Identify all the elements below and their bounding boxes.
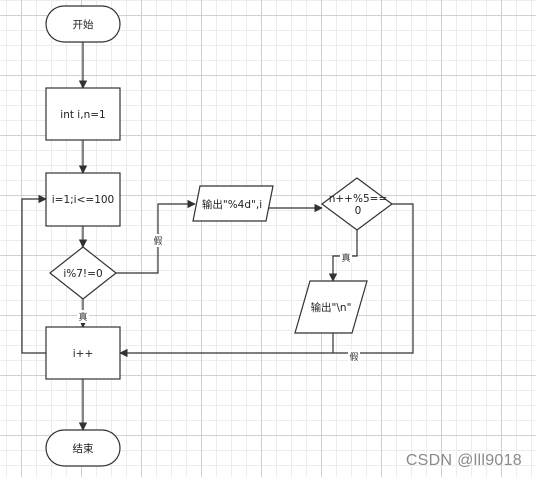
output1-io-node: 输出"%4d",i	[192, 185, 274, 222]
cond1-true-label: 真	[78, 311, 87, 323]
cond2-false-label-bg	[348, 350, 360, 362]
loop-label: i=1;i<=100	[52, 194, 115, 206]
edge-cond2-false	[119, 203, 414, 358]
cond2-label-line2: 0	[355, 205, 362, 217]
cond2-false-label: 假	[349, 352, 358, 363]
watermark: CSDN @lll9018	[405, 452, 522, 469]
cond1-label: i%7!=0	[63, 268, 102, 280]
edge-increment-loop-back	[21, 194, 47, 354]
increment-node: i++	[45, 326, 121, 380]
loop-node: i=1;i<=100	[45, 172, 121, 227]
cond1-false-label: 假	[153, 236, 162, 247]
init-label: int i,n=1	[60, 109, 105, 121]
init-node: int i,n=1	[45, 87, 121, 141]
cond1-decision-node: i%7!=0	[49, 246, 117, 300]
cond1-false-label-bg	[152, 234, 164, 247]
end-node: 结束	[45, 429, 121, 467]
cond2-label-line1: n++%5==	[329, 193, 388, 205]
cond1-true-label-bg	[77, 310, 89, 323]
output2-label: 输出"\n"	[311, 301, 352, 314]
end-label: 结束	[73, 442, 94, 455]
cond2-true-label-bg	[340, 251, 352, 263]
start-node: 开始	[45, 5, 121, 43]
increment-label: i++	[73, 348, 94, 360]
cond2-decision-node: n++%5== 0	[320, 177, 394, 231]
output1-label: 输出"%4d",i	[202, 198, 262, 211]
start-label: 开始	[73, 18, 94, 31]
cond2-true-label: 真	[341, 252, 350, 264]
output2-io-node: 输出"\n"	[294, 280, 368, 334]
